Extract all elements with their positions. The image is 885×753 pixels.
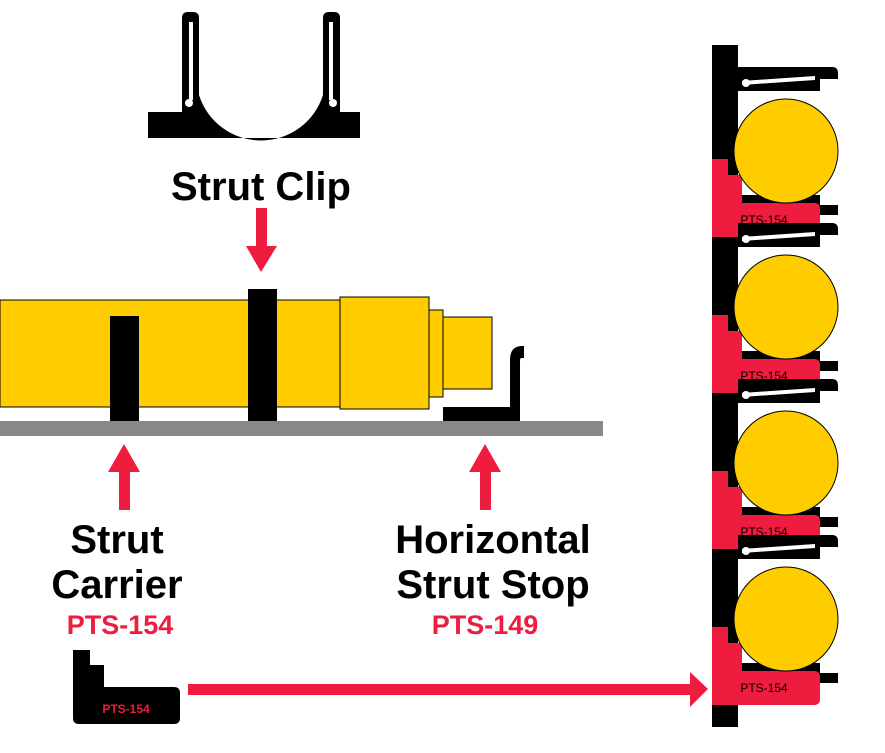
strut-carrier-band xyxy=(110,316,139,422)
strut-carrier-icon-label: PTS-154 xyxy=(102,702,150,716)
strut-clip-label: Strut Clip xyxy=(171,165,351,209)
rack-strut-end xyxy=(733,254,839,360)
rack-carrier xyxy=(712,315,820,393)
strut-carrier-arrow xyxy=(108,444,140,510)
rack-strut-end xyxy=(733,98,839,204)
rack-clip-hole xyxy=(742,391,750,399)
strut-stop-arrow xyxy=(469,444,501,510)
rack-clip-hole xyxy=(742,547,750,555)
strut-carrier-part-number: PTS-154 xyxy=(67,610,174,640)
strut-stop-label-line1: Horizontal xyxy=(395,518,591,562)
strut-carrier-label-line1: Strut xyxy=(70,518,163,562)
rack-strut-end xyxy=(733,410,839,516)
rack-clip-hole xyxy=(742,235,750,243)
strut-stop-part-number: PTS-149 xyxy=(432,610,539,640)
rack-strut-end xyxy=(733,566,839,672)
strut-carrier-icon xyxy=(73,650,180,724)
carrier-to-rack-arrow xyxy=(188,672,708,707)
rack-clip-slit xyxy=(742,544,815,553)
strut-clip-arrow xyxy=(246,208,277,272)
horizontal-strut xyxy=(0,296,493,410)
strut-clip-icon xyxy=(148,12,360,141)
rack-clip-slit xyxy=(742,388,815,397)
strut-clip-band xyxy=(248,289,277,422)
rack-clip-hole xyxy=(742,79,750,87)
rack-clip-slit xyxy=(742,76,815,85)
floor-bar xyxy=(0,421,603,436)
rack-carrier xyxy=(712,471,820,549)
horizontal-strut-stop xyxy=(443,346,524,422)
strut-stop-label-line2: Strut Stop xyxy=(396,563,589,607)
rack-carrier xyxy=(712,159,820,237)
rack-carrier-label: PTS-154 xyxy=(740,681,788,695)
rack-carrier xyxy=(712,627,820,705)
rack-clip-slit xyxy=(742,232,815,241)
strut-carrier-label-line2: Carrier xyxy=(51,563,182,607)
